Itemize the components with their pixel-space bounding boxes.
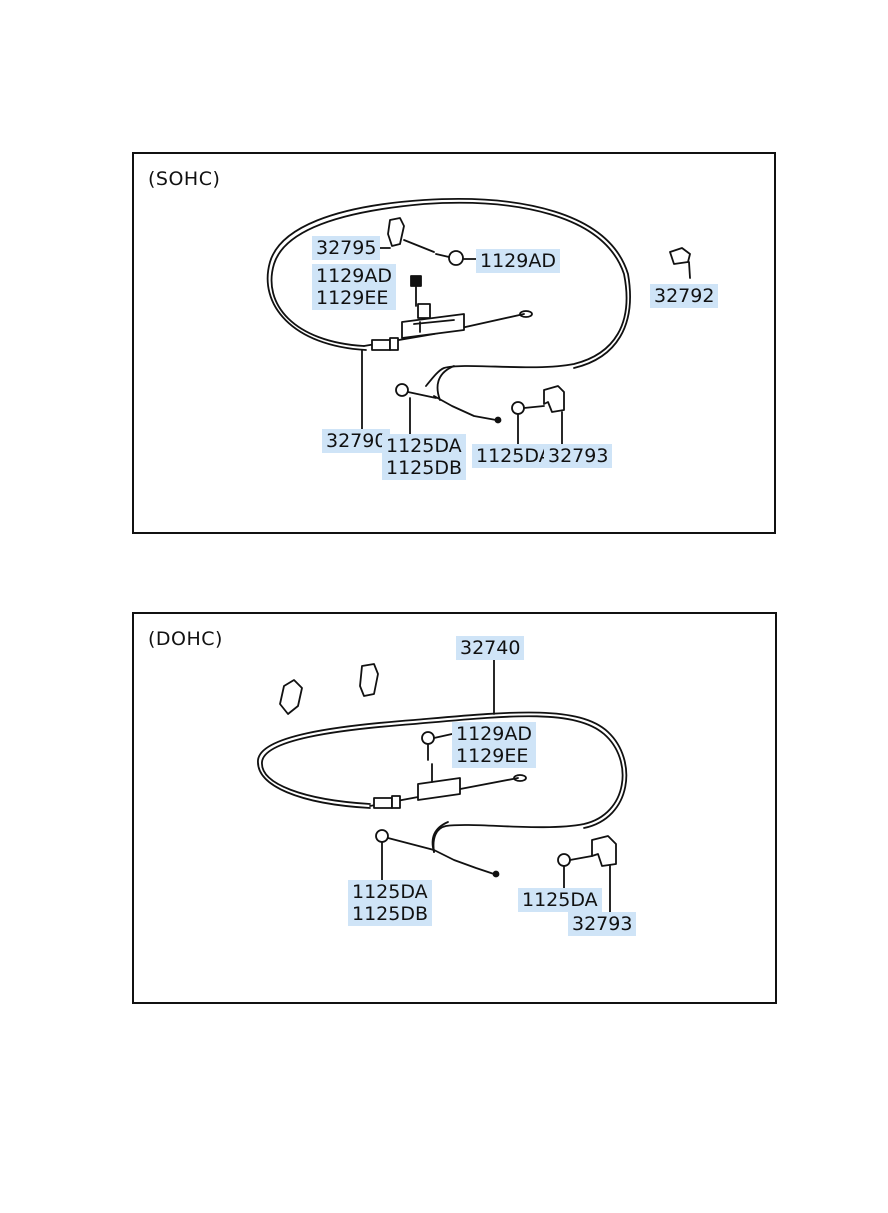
sohc-cable-illustration (266, 198, 691, 447)
callout-1129ee-text: 1129EE (316, 287, 389, 309)
callout-1129ee-text: 1129EE (456, 745, 529, 767)
dohc-diagram-panel: (DOHC) 327 (132, 612, 777, 1004)
dohc-panel-title: (DOHC) (148, 628, 223, 650)
callout-1125da-1125db[interactable]: 1125DA 1125DB (348, 880, 433, 926)
callout-1125da-1125db[interactable]: 1125DA 1125DB (382, 434, 467, 480)
callout-1129ad-text: 1129AD (456, 723, 532, 745)
callout-1129ad-upper[interactable]: 1129AD (476, 249, 560, 273)
callout-32740[interactable]: 32740 (456, 636, 525, 660)
callout-32793[interactable]: 32793 (544, 444, 613, 468)
callout-1125da-right[interactable]: 1125DA (472, 444, 556, 468)
callout-1129ad-1129ee[interactable]: 1129AD 1129EE (312, 264, 396, 310)
callout-1129ad-text: 1129AD (316, 265, 392, 287)
callout-1125db-text: 1125DB (352, 903, 429, 925)
dohc-cable-illustration (257, 659, 628, 915)
callout-32795[interactable]: 32795 (312, 236, 381, 260)
dohc-cable-loop (261, 715, 624, 853)
callout-1125da-right[interactable]: 1125DA (518, 888, 602, 912)
callout-1125da-text: 1125DA (386, 435, 462, 457)
callout-32793[interactable]: 32793 (568, 912, 637, 936)
callout-1125db-text: 1125DB (386, 457, 463, 479)
callout-1125da-text: 1125DA (352, 881, 428, 903)
sohc-cable-loop (270, 201, 628, 387)
callout-32790[interactable]: 32790 (322, 429, 391, 453)
sohc-diagram-panel: (SOHC) (132, 152, 776, 534)
sohc-panel-title: (SOHC) (148, 168, 221, 190)
callout-32792[interactable]: 32792 (650, 284, 719, 308)
callout-1129ad-1129ee[interactable]: 1129AD 1129EE (452, 722, 536, 768)
